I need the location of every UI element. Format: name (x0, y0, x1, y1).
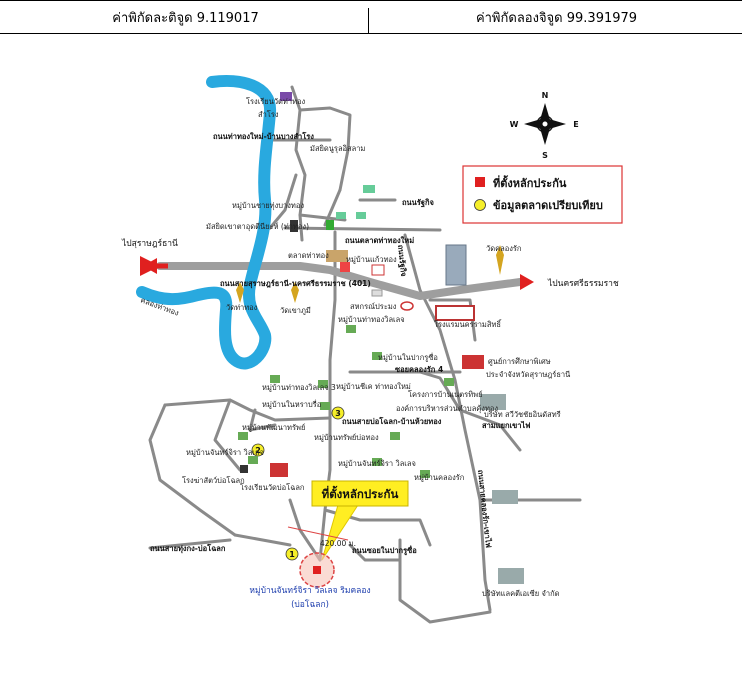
place-label: มัสยิดนูรุลอิสลาม (310, 144, 365, 153)
river (136, 74, 276, 370)
compass-rose: N S E W (510, 91, 579, 160)
place-label: โรงแรมนครรามสิทธิ์ (434, 319, 502, 329)
place-label: ประจำจังหวัดสุราษฎร์ธานี (486, 370, 570, 379)
place-label: โรงฆ่าสัตว์บ่อโฉลก (182, 476, 245, 485)
place-label: หมู่บ้านชีเค ท่าทองใหม่ (336, 382, 411, 391)
direction-right-label: ไปนครศรีธรรมราช (547, 278, 619, 289)
place-label: หมู่บ้านชายทุ่งบางทอง (232, 201, 304, 210)
comparable-marker-3[interactable]: 3 (331, 406, 345, 420)
place-label: องค์การบริหารส่วนตำบลคุ้งทอง (396, 404, 498, 413)
place-label: หมู่บ้านพัฒนาทรัพย์ (242, 423, 305, 432)
callout-box (311, 480, 409, 507)
road-label-khaofai: สามแยกเขาไฟ (482, 420, 531, 430)
marker-2-label: 2 (255, 446, 261, 455)
road-label-khlongrak-khaofai: ถนนสายคลองรัก-เขาไฟ (476, 469, 494, 548)
landmark-icons (236, 92, 524, 584)
coordinate-header: ค่าพิกัดละติจูด 9.119017 ค่าพิกัดลองจิจู… (0, 0, 742, 34)
road-label-bochalok: ถนนสายบ่อโฉลก-บ้านห้วยทอง (342, 416, 442, 426)
local-roads (148, 85, 582, 624)
distance-line (287, 526, 349, 541)
marker-3-label: 3 (335, 409, 341, 418)
place-label: หมู่บ้านท่าทองวิลเลจ 3 (262, 383, 336, 392)
place-label: หมู่บ้านจันทร์จิรา วิลเลจ (338, 459, 416, 468)
distance-label: 420.00 ม. (320, 539, 356, 548)
place-label: หมู่บ้านทรัพย์บ่อทอง (314, 433, 379, 442)
place-label: วัดท่าทอง (226, 303, 258, 312)
place-label: หมู่บ้านจันทร์จิรา วิลเลจ (186, 448, 264, 457)
legend: ที่ตั้งหลักประกัน ข้อมูลตลาดเปรียบเทียบ (462, 165, 623, 224)
place-label: หมู่บ้านท่าทองวิลเลจ (338, 315, 405, 324)
place-label: บริษัท สวีวัชชัยอินดัสทรี (484, 410, 561, 419)
arrow-right-icon (520, 274, 534, 290)
road-label-thungkong: ถนนสายทุ่งกง-บ่อโฉลก (150, 543, 226, 553)
road-label-khlongrak4: ซอยคลองรัก 4 (395, 365, 443, 374)
latitude-label: ค่าพิกัดละติจูด 9.119017 (112, 10, 259, 26)
marker-1-label: 1 (289, 550, 295, 559)
legend-comparable-swatch (474, 199, 486, 211)
legend-subject-swatch (475, 177, 485, 187)
place-label: หมู่บ้านในปากรูซื่อ (378, 352, 438, 362)
place-label: โรงเรียนวัดบ่อโฉลก (240, 483, 304, 492)
road-label-soi: ถนนซอยในปากรูซื่อ (352, 544, 417, 556)
legend-comparable-label: ข้อมูลตลาดเปรียบเทียบ (493, 199, 603, 213)
subject-caption-line2: (บ่อโฉลก) (291, 599, 329, 610)
place-label: บริษัทแลคตีเอเซีย จำกัด (482, 589, 560, 598)
place-label: สำโรง (258, 110, 279, 119)
arrow-left-icon (143, 258, 157, 274)
location-map[interactable]: ที่ตั้งหลักประกัน 420.00 ม. 1 2 3 (0, 34, 742, 693)
subject-caption-line1: หมู่บ้านจันทร์จิรา วิลเลจ ริมคลอง (249, 585, 370, 596)
road-label-ratthakit: ถนนรัฐกิจ (402, 198, 434, 208)
place-label: โครงการบ้านเนตรทิพย์ (408, 390, 483, 399)
comparable-marker-1[interactable]: 1 (285, 547, 299, 561)
callout-label: ที่ตั้งหลักประกัน (322, 485, 399, 501)
compass-s: S (542, 151, 548, 160)
road-label-thathong: ถนนท่าทองใหม่-บ้านบางสำโรง (213, 131, 314, 141)
place-labels: โรงเรียนวัดท่าทอง สำโรง มัสยิดนูรุลอิสลา… (182, 97, 570, 598)
road-label-market: ถนนตลาดท่าทองใหม่ (345, 236, 414, 245)
road-label-ratthakit-vertical: ถนนรัฐกิจ (395, 244, 408, 277)
place-label: สหกรณ์ประมง (350, 302, 397, 311)
highway-401 (140, 256, 534, 300)
compass-e: E (573, 120, 578, 129)
road-label-401: ถนนสายสุราษฎร์ธานี-นครศรีธรรมราช (401) (220, 279, 371, 288)
place-label: ศูนย์การศึกษาพิเศษ (488, 357, 551, 366)
place-label: มัสยิดเขาตาอุดตีนียะห์ (ท่าทอง) (206, 222, 309, 231)
place-label: หมู่บ้านคลองรัก (414, 473, 464, 482)
place-label: โรงเรียนวัดท่าทอง (246, 97, 306, 106)
place-label: หมู่บ้านแก้วทอง (346, 255, 397, 264)
direction-left-label: ไปสุราษฎร์ธานี (121, 238, 178, 249)
longitude-label: ค่าพิกัดลองจิจูด 99.391979 (475, 10, 638, 26)
compass-n: N (542, 91, 549, 100)
compass-w: W (510, 120, 519, 129)
header-divider (368, 8, 369, 34)
place-label: วัดคลองรัก (486, 244, 521, 253)
subject-marker[interactable] (313, 566, 321, 574)
longitude-cell: ค่าพิกัดลองจิจูด 99.391979 (371, 1, 742, 33)
latitude-cell: ค่าพิกัดละติจูด 9.119017 (0, 1, 371, 33)
legend-subject-label: ที่ตั้งหลักประกัน (493, 175, 567, 190)
place-label: ตลาดท่าทอง (288, 251, 329, 260)
place-label: วัดเขาภูมี (280, 306, 311, 315)
place-label: หมู่บ้านในหราบรื่อ (262, 399, 321, 409)
